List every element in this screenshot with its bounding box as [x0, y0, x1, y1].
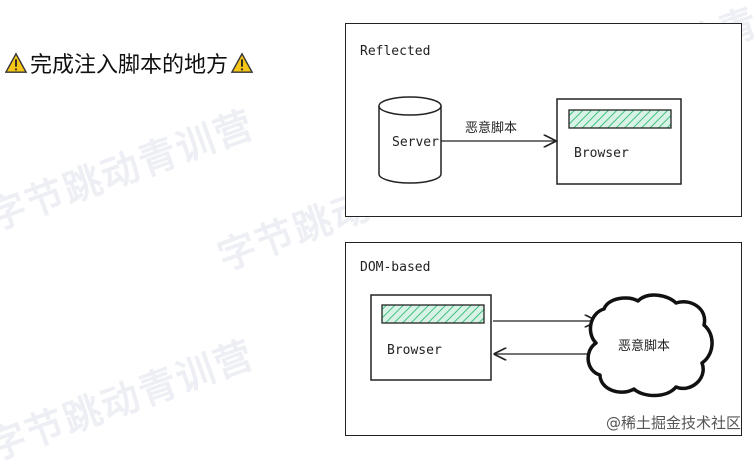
address-bar — [568, 109, 672, 129]
dom-based-diagram — [370, 293, 714, 398]
cloud-label: 恶意脚本 — [618, 339, 671, 354]
server-label: Server — [392, 135, 439, 150]
heading-text: 完成注入脚本的地方 — [30, 53, 229, 78]
dom-based-panel: DOM-based Browser 恶意脚本 — [345, 242, 742, 436]
page-heading: 完成注入脚本的地方 — [2, 47, 256, 79]
reflected-diagram — [378, 96, 682, 185]
address-bar — [381, 304, 485, 324]
browser-label: Browser — [574, 146, 629, 161]
watermark: 字节跳动青训营 — [0, 332, 261, 470]
watermark: 字节跳动青训营 — [0, 102, 261, 240]
cloud-shape — [586, 293, 714, 398]
arrow-label: 恶意脚本 — [465, 121, 518, 136]
reflected-title: Reflected — [360, 44, 431, 59]
browser-label: Browser — [387, 343, 442, 358]
dom-based-title: DOM-based — [360, 260, 431, 275]
source-credit: @稀土掘金技术社区 — [605, 414, 741, 432]
warning-icon — [5, 52, 27, 73]
server-cylinder — [378, 96, 442, 184]
warning-icon — [231, 52, 254, 73]
reflected-panel: Reflected Server 恶意脚本 Browser — [345, 23, 742, 217]
